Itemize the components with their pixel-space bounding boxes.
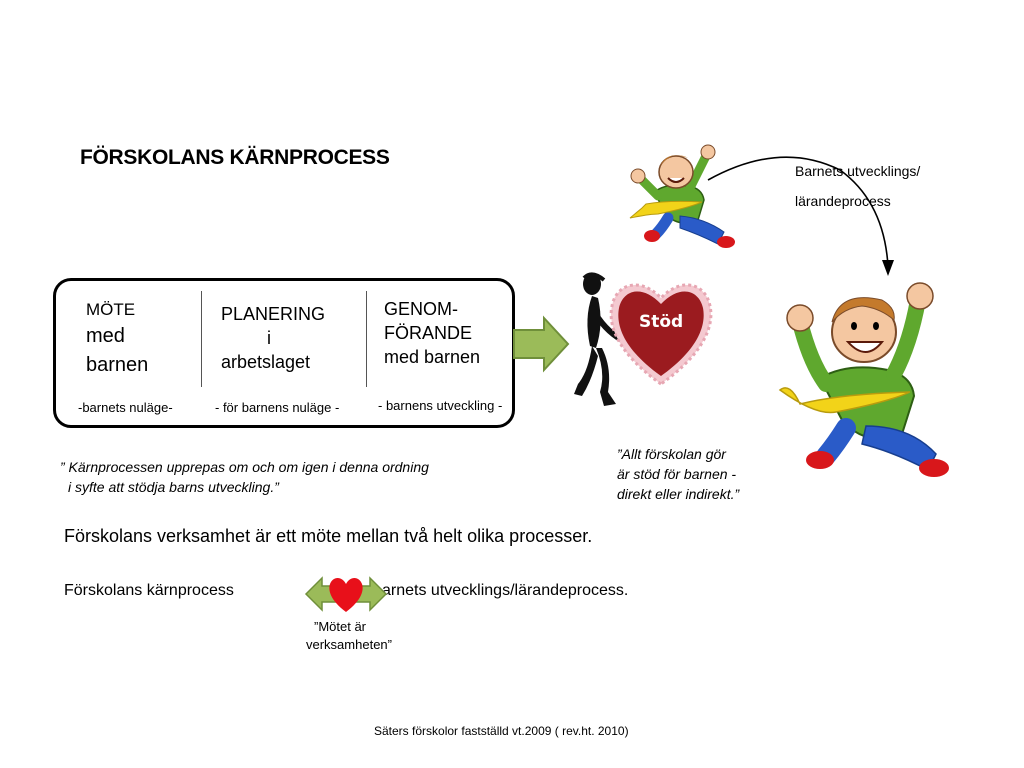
- meeting-column: MÖTE med barnen: [86, 298, 148, 380]
- planning-column: PLANERING i arbetslaget: [221, 302, 327, 374]
- planning-line-1: PLANERING: [221, 304, 326, 324]
- right-quote: ”Allt förskolan gör är stöd för barnen -…: [617, 444, 739, 504]
- child-process-line-2: lärandeprocess: [795, 193, 891, 209]
- planning-subtitle: - för barnens nuläge -: [215, 400, 340, 415]
- double-arrow-heart-icon: [304, 576, 388, 612]
- column-divider: [366, 291, 367, 387]
- implementation-subtitle: - barnens utveckling -: [378, 398, 503, 413]
- jumping-child-icon: [778, 282, 949, 477]
- process-arrow-icon: [513, 315, 570, 373]
- implementation-line-2: FÖRANDE: [384, 323, 473, 343]
- child-process-text: arnets utvecklings/lärandeprocess.: [382, 582, 629, 599]
- implementation-line-3: med barnen: [384, 347, 481, 367]
- child-process-label: Barnets utvecklings/ lärandeprocess: [795, 156, 920, 216]
- planning-line-3: arbetslaget: [221, 352, 311, 372]
- right-quote-line-1: ”Allt förskolan gör: [617, 446, 726, 462]
- meeting-note-line-2: verksamheten”: [306, 637, 392, 652]
- stod-heart-icon: [609, 283, 713, 386]
- planning-line-2: i: [267, 328, 271, 348]
- left-quote: ” Kärnprocessen upprepas om och om igen …: [60, 457, 429, 497]
- left-quote-line-2: i syfte att stödja barns utveckling.”: [68, 479, 279, 495]
- meeting-subtitle: -barnets nuläge-: [78, 400, 173, 415]
- right-quote-line-3: direkt eller indirekt.”: [617, 486, 740, 502]
- jumping-child-icon: [629, 144, 735, 248]
- left-quote-line-1: ” Kärnprocessen upprepas om och om igen …: [60, 459, 429, 475]
- implementation-line-1: GENOM-: [384, 299, 458, 319]
- right-quote-line-2: är stöd för barnen -: [617, 466, 737, 482]
- meeting-line-1: MÖTE: [86, 300, 136, 319]
- implementation-column: GENOM- FÖRANDE med barnen: [384, 297, 480, 369]
- core-process-label: Förskolans kärnprocess: [64, 582, 234, 599]
- footer-text: Säters förskolor fastställd vt.2009 ( re…: [374, 724, 629, 738]
- growth-arrow-icon: [707, 156, 894, 276]
- child-process-line-1: Barnets utvecklings/: [795, 163, 921, 179]
- meeting-note: ”Mötet är verksamheten”: [306, 618, 392, 654]
- page-title: FÖRSKOLANS KÄRNPROCESS: [80, 146, 390, 169]
- statement-text: Förskolans verksamhet är ett möte mellan…: [64, 526, 593, 546]
- column-divider: [201, 291, 202, 387]
- core-process-box: [53, 278, 515, 428]
- heart-label: Stöd: [639, 312, 684, 332]
- meeting-line-2: med: [86, 325, 125, 347]
- meeting-line-3: barnen: [86, 354, 149, 376]
- meeting-note-line-1: ”Mötet är: [314, 619, 367, 634]
